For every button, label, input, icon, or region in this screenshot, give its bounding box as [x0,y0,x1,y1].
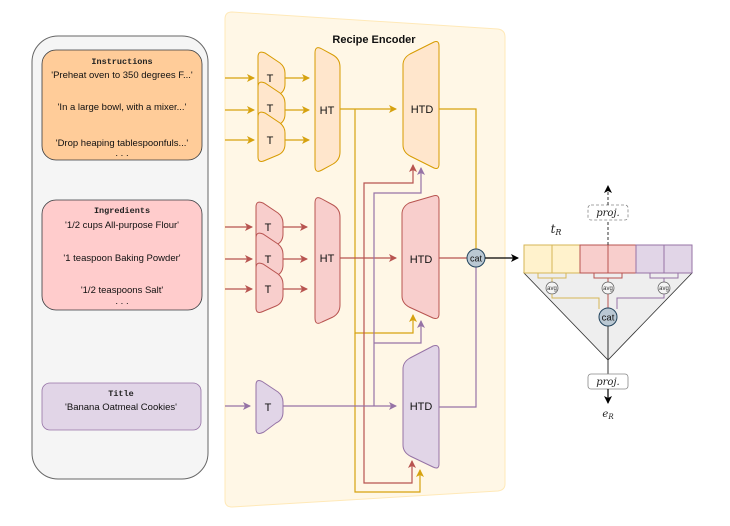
avg-node: avg [601,281,615,295]
svg-text:T: T [265,254,272,266]
embedding-cell [663,244,693,274]
transformer-block: T [257,111,286,162]
ingredients-header: Ingredients [94,206,150,216]
cat-node: cat [466,248,486,268]
transformer-block: T [255,262,284,313]
ingredient-item: '1/2 teaspoons Salt' [81,285,164,296]
svg-text:avg: avg [659,286,669,292]
title-lane: T HTD [225,167,477,469]
proj-box: proj. [587,373,629,390]
title-box: Title 'Banana Oatmeal Cookies' [41,382,202,431]
hierarchical-transformer-block: HT [314,197,341,324]
hierarchical-transformer-block: HT [314,47,341,172]
title-header: Title [108,389,134,399]
svg-text:T: T [267,135,274,147]
embedding-cell [635,244,665,274]
output-cat-node: cat [598,307,618,327]
htd-block: HTD [402,41,440,169]
ingredients-ellipsis: . . . [115,296,128,307]
svg-text:HTD: HTD [410,401,433,413]
output-block: avg avg avg cat proj. eR proj. [523,185,693,421]
svg-text:T: T [265,284,272,296]
avg-node: avg [657,281,671,295]
embedding-cell [523,244,553,274]
svg-text:avg: avg [603,286,613,292]
cross-connection [354,333,424,493]
embedding-cell [607,244,637,274]
proj-box-dashed: proj. [587,204,629,221]
htd-block: HTD [401,195,440,319]
instructions-ellipsis: . . . [115,148,128,159]
cross-connection [363,258,416,484]
svg-text:HTD: HTD [411,104,434,116]
instructions-box: Instructions 'Preheat oven to 350 degree… [41,49,203,161]
cross-connection [363,164,417,258]
svg-text:T: T [265,402,272,414]
instruction-item: 'Preheat oven to 350 degrees F...' [51,70,193,81]
instruction-item: 'In a large bowl, with a mixer...' [58,102,187,113]
svg-text:HT: HT [320,253,335,265]
htd-block: HTD [402,345,440,469]
ingredients-box: Ingredients '1/2 cups All-purpose Flour'… [41,199,203,311]
svg-text:cat: cat [470,254,483,264]
avg-node: avg [545,281,559,295]
instructions-header: Instructions [91,57,152,67]
ingredient-item: '1 teaspoon Baking Powder' [63,253,180,264]
output-line [439,108,477,250]
svg-text:T: T [265,222,272,234]
e-r-label: eR [602,409,614,421]
svg-text:T: T [267,103,274,115]
output-line [439,267,477,408]
cross-connection [373,167,425,406]
encoder-title: Recipe Encoder [332,34,416,46]
t-r-label: tR [551,222,562,237]
title-item: 'Banana Oatmeal Cookies' [65,402,177,413]
svg-text:cat: cat [602,313,615,324]
instructions-lane: T T T HT HTD [225,41,477,493]
ingredient-item: '1/2 cups All-purpose Flour' [65,220,179,231]
svg-text:T: T [267,73,274,85]
svg-text:proj.: proj. [596,208,619,219]
svg-text:HTD: HTD [410,254,433,266]
svg-text:HT: HT [320,105,335,117]
svg-text:proj.: proj. [596,377,619,388]
cross-connection [354,109,417,334]
ingredients-lane: T T T HT HTD [225,164,468,484]
instruction-item: 'Drop heaping tablespoonfuls...' [56,138,189,149]
svg-text:avg: avg [547,286,557,292]
embedding-cell [579,244,609,274]
transformer-block: T [255,380,284,434]
cross-connection [374,320,425,344]
embedding-cell [551,244,581,274]
